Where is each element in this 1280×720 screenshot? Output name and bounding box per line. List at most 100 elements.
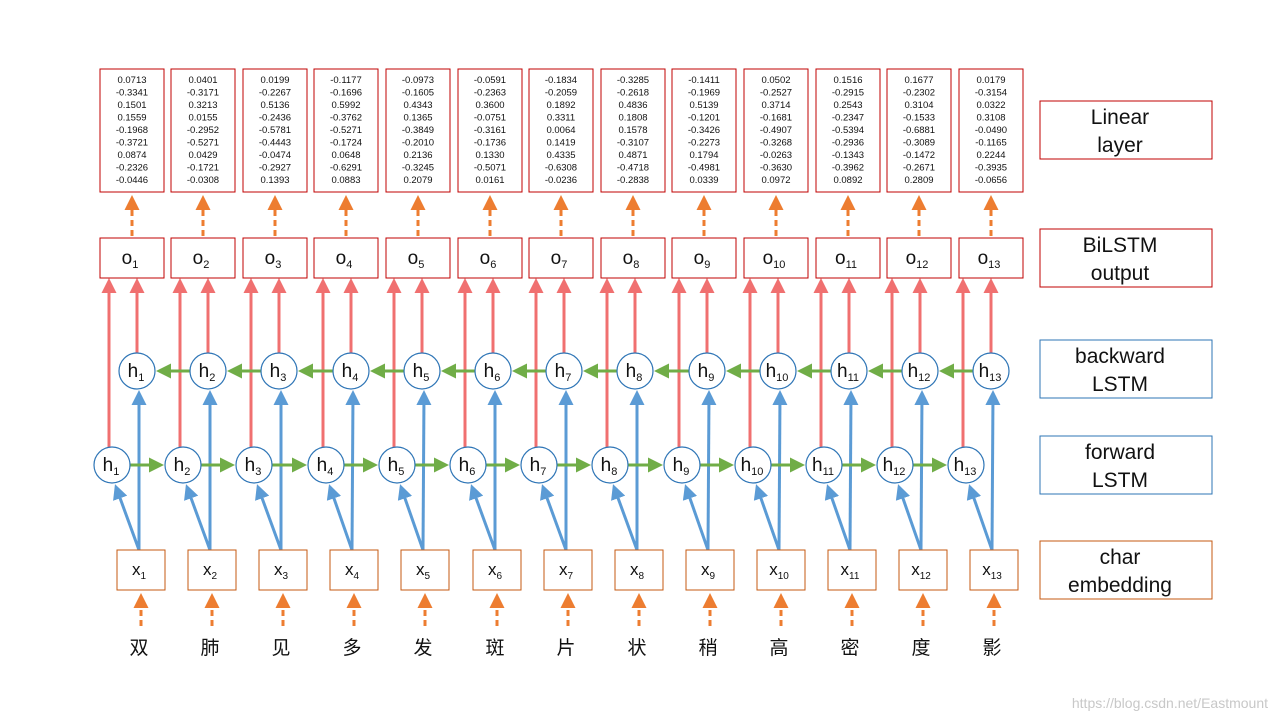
linear-vector-5: -0.0973-0.16050.43430.1365-0.3849-0.2010… — [385, 68, 451, 193]
output-box-1 — [99, 237, 165, 279]
input-character-9: 稍 — [698, 637, 717, 659]
forward-node-3 — [235, 446, 273, 484]
input-character-4: 多 — [342, 637, 361, 659]
output-label-9-base: o — [694, 248, 705, 269]
forward-node-label-10-subscript: 10 — [751, 466, 763, 478]
input-label-10-subscript: 10 — [778, 571, 790, 582]
vector-value: -0.2952 — [187, 125, 219, 136]
input-label-1-subscript: 1 — [140, 571, 146, 582]
input-label-3-base: x — [274, 560, 283, 579]
vector-value: 0.4343 — [403, 100, 432, 111]
output-box-8 — [600, 237, 666, 279]
linear-vector-box — [958, 68, 1024, 193]
forward-node-label-4-base: h — [317, 455, 328, 476]
forward-node-label-11: h11 — [812, 455, 834, 478]
input-label-12-base: x — [911, 560, 920, 579]
input-character-10: 高 — [769, 637, 788, 659]
linear-vector-11: 0.1516-0.29150.2543-0.2347-0.5394-0.2936… — [815, 68, 881, 193]
backward-node-label-10-base: h — [766, 361, 777, 382]
input-character-2: 肺 — [200, 637, 219, 659]
vector-value: -0.0474 — [259, 150, 291, 161]
input-box-9 — [685, 549, 735, 591]
vector-value: 0.0161 — [475, 175, 504, 186]
input-label-13: x13 — [982, 560, 1002, 582]
legend-layer: LinearlayerBiLSTMoutputbackwardLSTMforwa… — [1039, 100, 1213, 600]
output-label-6: o6 — [480, 248, 497, 271]
forward-node-label-2-base: h — [174, 455, 185, 476]
forward-node-label-10: h10 — [741, 455, 764, 478]
legend-linear-layer-box — [1039, 100, 1213, 160]
input-label-11-base: x — [841, 560, 850, 579]
backward-node-label-8: h8 — [626, 361, 643, 384]
backward-node-label-3-subscript: 3 — [280, 372, 286, 384]
output-label-13-base: o — [978, 248, 989, 269]
vector-value: -0.3107 — [617, 138, 649, 149]
output-label-12: o12 — [906, 248, 929, 271]
input-box-13 — [969, 549, 1019, 591]
input-character-7: 片 — [556, 637, 575, 659]
vector-value: -0.3161 — [474, 125, 506, 136]
vector-value: -0.3341 — [116, 88, 148, 99]
vector-value: 0.3108 — [976, 113, 1005, 124]
backward-node-label-3-base: h — [270, 361, 281, 382]
arrows-layer — [101, 195, 1002, 626]
vector-value: -0.1533 — [903, 113, 935, 124]
forward-node-label-12: h12 — [883, 455, 906, 478]
forward-node-label-5-subscript: 5 — [398, 466, 404, 478]
input-label-2-subscript: 2 — [211, 571, 217, 582]
vector-value: -0.5271 — [330, 125, 362, 136]
input-to-forward-arrow — [540, 484, 568, 551]
linear-vector-box — [671, 68, 737, 193]
input-label-4-base: x — [345, 560, 354, 579]
linear-vector-box — [600, 68, 666, 193]
output-label-10-base: o — [763, 248, 774, 269]
backward-node-label-2-base: h — [199, 361, 210, 382]
backward-node-label-5: h5 — [413, 361, 430, 384]
input-to-backward-arrow — [416, 390, 432, 551]
output-label-13: o13 — [978, 248, 1001, 271]
vector-value: 0.3213 — [188, 100, 217, 111]
vector-value: -0.4443 — [259, 138, 291, 149]
legend-bilstm-output-line-1: BiLSTM — [1083, 234, 1158, 257]
vector-value: -0.1969 — [688, 88, 720, 99]
output-label-3-base: o — [265, 248, 276, 269]
input-label-4-subscript: 4 — [353, 571, 359, 582]
vector-value: -0.2363 — [474, 88, 506, 99]
input-label-13-subscript: 13 — [991, 571, 1003, 582]
forward-node-13 — [947, 446, 985, 484]
vector-value: 0.1419 — [546, 138, 575, 149]
forward-node-label-13: h13 — [954, 455, 977, 478]
input-label-1: x1 — [132, 560, 147, 582]
forward-node-label-7-subscript: 7 — [540, 466, 546, 478]
output-label-12-subscript: 12 — [916, 259, 928, 271]
vector-value: 0.2244 — [976, 150, 1005, 161]
vector-value: -0.3849 — [402, 125, 434, 136]
forward-node-label-13-base: h — [954, 455, 965, 476]
input-to-forward-arrow — [469, 484, 497, 551]
output-box-5 — [385, 237, 451, 279]
input-label-9: x9 — [701, 560, 716, 582]
vector-value: -0.2302 — [903, 88, 935, 99]
backward-node-label-9-base: h — [698, 361, 709, 382]
backward-node-label-1-subscript: 1 — [138, 372, 144, 384]
vector-value: 0.1365 — [403, 113, 432, 124]
forward-node-7 — [520, 446, 558, 484]
forward-node-label-5: h5 — [388, 455, 405, 478]
forward-node-label-10-base: h — [741, 455, 752, 476]
vector-value: 0.2809 — [904, 175, 933, 186]
input-to-backward-arrow — [345, 390, 361, 551]
backward-node-label-13-subscript: 13 — [989, 372, 1001, 384]
input-to-forward-arrow — [184, 484, 212, 551]
vector-value: -0.2267 — [259, 88, 291, 99]
output-label-4-base: o — [336, 248, 347, 269]
input-label-7-base: x — [559, 560, 568, 579]
forward-node-label-6: h6 — [459, 455, 476, 478]
backward-node-label-4: h4 — [342, 361, 359, 384]
input-to-forward-arrow — [397, 484, 425, 551]
vector-value: -0.2671 — [903, 163, 935, 174]
vector-value: 0.0648 — [331, 150, 360, 161]
input-to-forward-arrow — [824, 484, 852, 551]
forward-node-label-7: h7 — [530, 455, 547, 478]
backward-node-label-8-subscript: 8 — [636, 372, 642, 384]
linear-vector-box — [313, 68, 379, 193]
